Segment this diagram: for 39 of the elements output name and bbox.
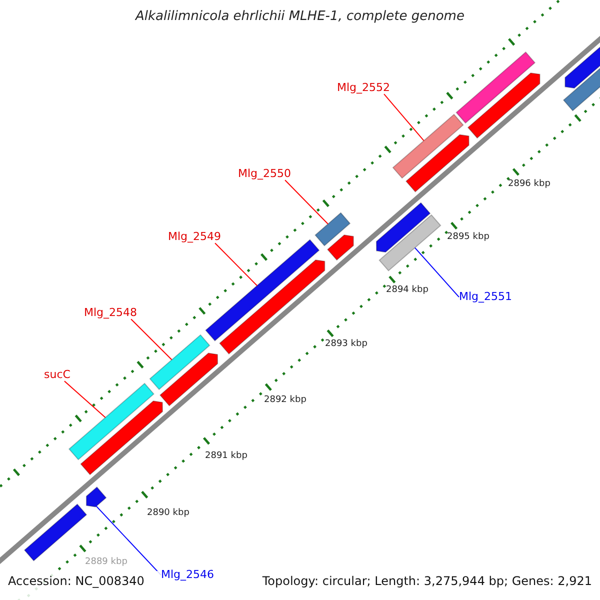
leader-line [214, 242, 258, 286]
gene-label: Mlg_2548 [84, 307, 138, 320]
gene-bar [456, 51, 536, 124]
tick-label: 2889 kbp [85, 558, 128, 568]
tick-label: 2894 kbp [386, 286, 428, 296]
gene-label: Mlg_2550 [238, 168, 292, 180]
gene-label: Mlg_2552 [337, 82, 390, 94]
accession-text: Accession: NC_008340 [8, 575, 144, 588]
gene-bar [326, 234, 354, 261]
gene-bar [24, 504, 88, 562]
gene-label: Mlg_2546 [161, 569, 214, 582]
tick-label: 2896 kbp [508, 180, 550, 190]
leader-line [384, 94, 424, 142]
tick-label: 2891 kbp [205, 452, 248, 462]
gene-bar [149, 334, 210, 390]
gene-bar [219, 259, 326, 355]
leader-line [130, 318, 172, 360]
title: Alkalilimnicola ehrlichii MLHE-1, complete genome [134, 10, 466, 24]
gene-bar [86, 486, 107, 508]
leader-line [284, 180, 328, 224]
gene-bar [159, 352, 218, 406]
gene-bar [314, 212, 351, 246]
gene-bar [68, 382, 154, 460]
gene-bar [405, 134, 470, 192]
genome-info-text: Topology: circular; Length: 3,275,944 bp; Genes: 2,921 [262, 575, 592, 588]
tick-label: 2892 kbp [264, 396, 306, 406]
gene-bar [80, 400, 163, 476]
tick-label: 2893 kbp [325, 340, 368, 350]
gene-bar [467, 72, 540, 139]
tick-label: 2895 kbp [447, 233, 490, 243]
gene-label: Mlg_2551 [459, 291, 512, 304]
gene-bar [392, 114, 464, 179]
leader-line [64, 380, 106, 418]
gene-label: Mlg_2549 [168, 231, 222, 244]
leader-line [414, 247, 460, 298]
tick-label: 2890 kbp [147, 509, 190, 519]
gene-bar [378, 214, 442, 272]
gene-bar [376, 202, 431, 253]
gene-label: sucC [44, 369, 70, 382]
